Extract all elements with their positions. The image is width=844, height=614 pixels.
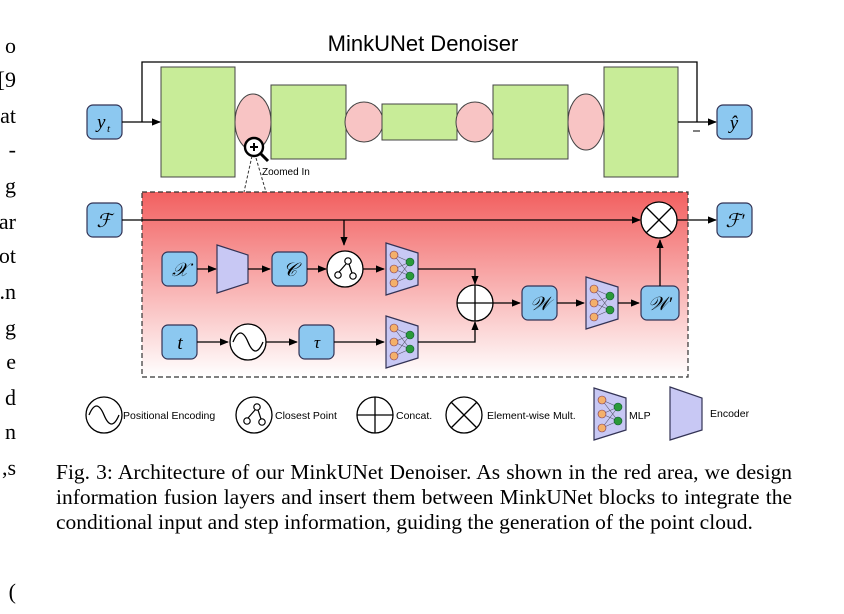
legend-closest-point-icon (235, 396, 273, 434)
margin-fragment: e (6, 350, 16, 374)
margin-fragment: d (5, 386, 16, 410)
margin-fragment: g (5, 316, 16, 340)
concat-node (456, 284, 494, 322)
skip-connection (141, 61, 698, 122)
margin-fragment: o (5, 34, 16, 58)
margin-fragment: n (5, 420, 16, 444)
output-y-hat (716, 104, 753, 140)
output-F-prime (716, 202, 753, 238)
margin-fragment: g (5, 174, 16, 198)
margin-fragment: s, (1, 456, 16, 480)
unet-block (381, 103, 458, 141)
diagram-title: MinkUNet Denoiser (328, 31, 519, 56)
unet-block (270, 84, 347, 160)
minkunet-architecture-diagram: MinkUNet Denoiser Zoomed In y t ŷ ℱ ℱ′ (85, 31, 753, 441)
margin-fragment: ar (0, 210, 16, 234)
legend-encoder-label: Encoder (710, 408, 750, 420)
margin-fragment: ot (0, 244, 16, 268)
legend-elementwise-label: Element-wise Mult. (487, 410, 576, 422)
legend-mlp-icon (593, 387, 627, 441)
margin-fragment: 9] (0, 68, 16, 92)
closest-point-node (326, 250, 364, 288)
unet-block (160, 66, 236, 178)
mlp-node (585, 276, 619, 330)
legend-elementwise-icon (445, 396, 483, 434)
legend-concat-icon (356, 396, 394, 434)
F-prime-symbol: ℱ′ (725, 211, 745, 232)
positional-encoding-node (229, 323, 267, 361)
zoom-magnifier-icon (243, 136, 270, 163)
downsample-ellipse (344, 101, 384, 143)
margin-fragment: - (8, 138, 16, 162)
legend-positional-encoding-icon (85, 396, 123, 434)
F-symbol: ℱ (97, 211, 115, 232)
unet-block (603, 66, 679, 178)
W-symbol: 𝒲 (530, 294, 554, 315)
mlp-node (385, 315, 419, 369)
margin-fragment: at (0, 104, 16, 128)
upsample-ellipse (567, 93, 605, 151)
encoder-shape (216, 244, 249, 294)
legend-mlp-label: MLP (629, 410, 651, 422)
legend-positional-encoding-label: Positional Encoding (123, 410, 215, 422)
y-t-subscript: t (107, 123, 111, 135)
tau-symbol: τ (314, 333, 321, 352)
margin-fragment: n. (0, 280, 16, 304)
legend-encoder-icon (669, 386, 703, 441)
elementwise-mult-node (640, 201, 678, 239)
unet-block (492, 84, 569, 160)
figure-caption: Fig. 3: Architecture of our MinkUNet Den… (56, 460, 792, 534)
legend-closest-point-label: Closest Point (275, 410, 337, 422)
legend-concat-label: Concat. (396, 410, 432, 422)
mlp-node (385, 242, 419, 296)
legend: Positional Encoding Closest Point Concat… (85, 386, 750, 441)
y-t-symbol: y (95, 112, 106, 133)
zoom-label: Zoomed In (262, 167, 310, 178)
margin-fragment: ) (8, 580, 16, 604)
W-prime-symbol: 𝒲′ (648, 294, 673, 315)
y-hat-symbol: ŷ (728, 113, 739, 134)
t-symbol: t (177, 333, 183, 354)
upsample-ellipse (455, 101, 495, 143)
